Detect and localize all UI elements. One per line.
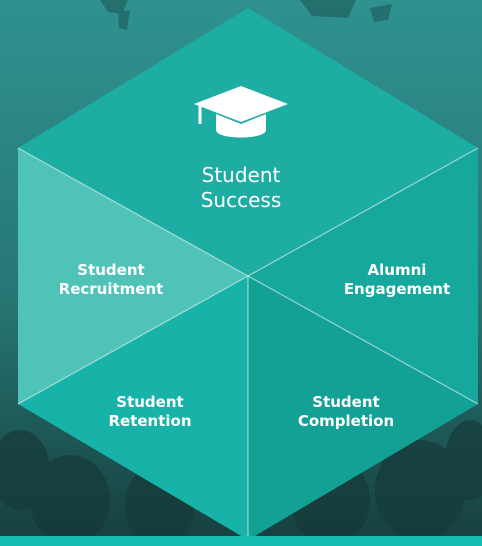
- label-alumni-engagement-line1: Alumni: [367, 261, 427, 279]
- segment-student-recruitment: [18, 148, 248, 404]
- center-title-line2: Success: [200, 188, 282, 212]
- label-student-completion-line2: Completion: [297, 412, 395, 430]
- graduation-cap-icon: [194, 86, 288, 138]
- label-alumni-engagement-line2: Engagement: [343, 280, 451, 298]
- top-face-student-success: [18, 8, 478, 276]
- label-student-recruitment: Student Recruitment: [36, 261, 186, 299]
- label-student-recruitment-line2: Recruitment: [58, 280, 164, 298]
- segment-student-completion: [248, 276, 478, 540]
- divider-lines: [17, 147, 479, 540]
- thrown-caps: [100, 0, 392, 30]
- label-student-retention: Student Retention: [75, 393, 225, 431]
- center-title-line1: Student: [201, 163, 281, 187]
- label-alumni-engagement: Alumni Engagement: [322, 261, 472, 299]
- label-student-completion: Student Completion: [271, 393, 421, 431]
- label-student-retention-line1: Student: [116, 393, 184, 411]
- label-student-completion-line1: Student: [312, 393, 380, 411]
- bottom-band: [0, 536, 482, 546]
- segment-alumni-engagement: [248, 148, 478, 404]
- label-student-recruitment-line1: Student: [77, 261, 145, 279]
- segment-student-retention: [18, 276, 248, 540]
- center-title: Student Success: [181, 163, 301, 213]
- label-student-retention-line2: Retention: [108, 412, 192, 430]
